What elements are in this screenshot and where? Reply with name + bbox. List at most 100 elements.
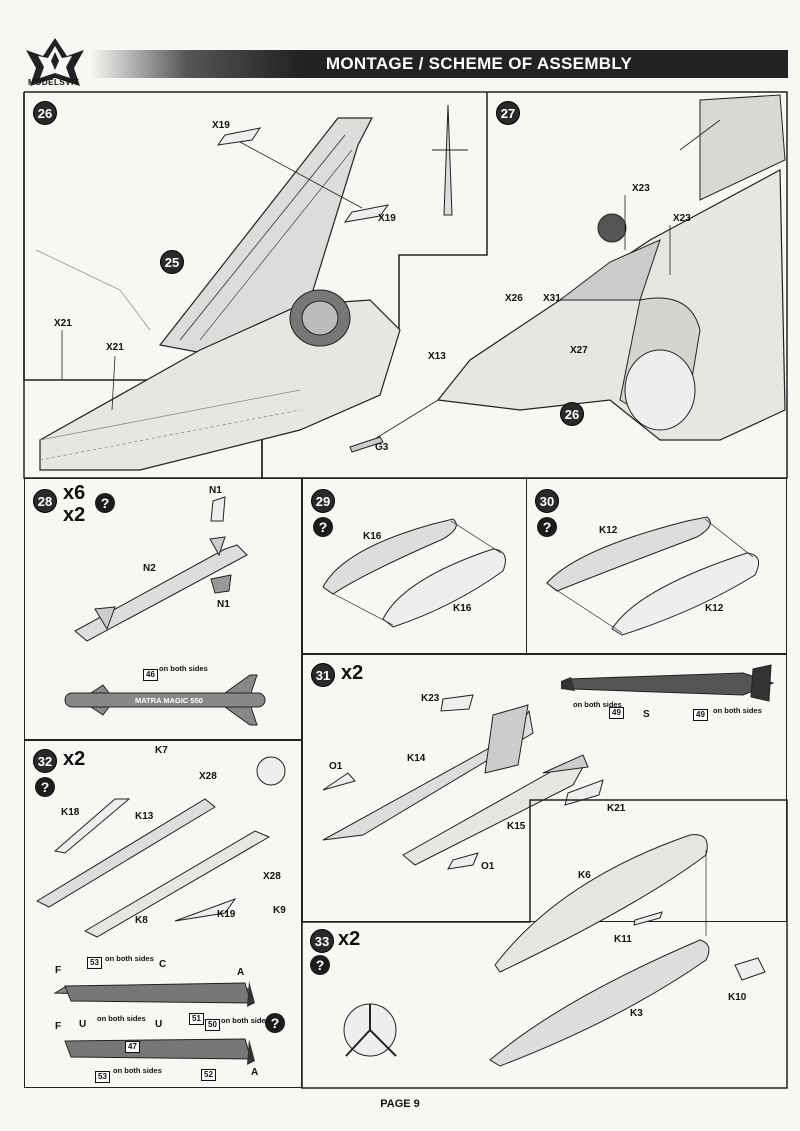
- paint-u-left: U: [79, 1019, 87, 1030]
- step-30-question-icon: ?: [537, 517, 557, 537]
- bomb-drawing: [322, 664, 775, 870]
- paint-f-top: F: [55, 965, 62, 976]
- part-x19-lower: X19: [378, 213, 396, 224]
- paint-s: S: [643, 709, 650, 720]
- part-k12-left: K12: [599, 525, 618, 536]
- decal-51: 51: [189, 1013, 204, 1025]
- paint-a-top: A: [237, 967, 245, 978]
- paint-u-right: U: [155, 1019, 163, 1030]
- part-k23: K23: [421, 693, 440, 704]
- decal-note-50: on both sides: [221, 1016, 270, 1025]
- part-x23-upper: X23: [632, 183, 650, 194]
- decal-note-53-bottom: on both sides: [113, 1066, 162, 1075]
- part-k3: K3: [630, 1008, 643, 1019]
- part-k7: K7: [155, 745, 168, 756]
- step-31-badge: 31: [311, 663, 335, 687]
- step-28-question-icon: ?: [95, 493, 115, 513]
- part-x28-bottom: X28: [263, 871, 281, 882]
- missile-drawing: [64, 496, 266, 726]
- step-33-badge: 33: [310, 929, 334, 953]
- step-28-multiplier-b: x2: [63, 504, 86, 526]
- page-title-banner: MONTAGE / SCHEME OF ASSEMBLY: [90, 50, 788, 78]
- decal-53-top: 53: [87, 957, 102, 969]
- paint-f-bottom: F: [55, 1021, 62, 1032]
- part-k15: K15: [507, 821, 526, 832]
- step-28-panel: 28 x6 x2 ? N1 N2 N1 46 on both sides MAT…: [24, 478, 302, 740]
- step-27-badge: 27: [496, 101, 520, 125]
- part-k8: K8: [135, 915, 148, 926]
- step-32-panel: 32 x2 ? ? K7 X28 K18 K13 X28 K8 K19 K9 F…: [24, 740, 302, 1088]
- decal-49-b: 49: [693, 709, 708, 721]
- step-29-panel: 29 ? K16 K16: [302, 478, 528, 654]
- step-31-panel: 31 x2 K23 K14 O1 K15 K21 O1 on both side…: [302, 654, 787, 922]
- part-k16-left: K16: [363, 531, 382, 542]
- page-title: MONTAGE / SCHEME OF ASSEMBLY: [325, 54, 633, 73]
- pod-drawing: [35, 756, 286, 1065]
- step-31-multiplier: x2: [341, 662, 364, 684]
- part-k11: K11: [614, 934, 632, 945]
- step-28-multiplier-a: x6: [63, 482, 86, 504]
- part-k16-right: K16: [453, 603, 472, 614]
- part-o1-right: O1: [481, 861, 495, 872]
- part-k19: K19: [217, 909, 236, 920]
- part-x19-upper: X19: [212, 120, 230, 131]
- decal-46: 46: [143, 669, 158, 681]
- part-g3: G3: [375, 442, 389, 453]
- part-k18: K18: [61, 807, 80, 818]
- step-33-question-icon: ?: [310, 955, 330, 975]
- step-26-badge: 26: [33, 101, 57, 125]
- part-k9: K9: [273, 905, 286, 916]
- part-k21: K21: [607, 803, 626, 814]
- part-o1-left: O1: [329, 761, 343, 772]
- decal-53-bottom: 53: [95, 1071, 110, 1083]
- decal-note-a: on both sides: [573, 700, 622, 709]
- tank-half-drawing: [322, 518, 506, 628]
- part-n2: N2: [143, 563, 156, 574]
- decal-52: 52: [201, 1069, 216, 1081]
- part-x21-right: X21: [106, 342, 124, 353]
- tank-half-drawing-b: [546, 516, 760, 636]
- part-k14: K14: [407, 753, 426, 764]
- part-n1-top: N1: [209, 485, 222, 496]
- decal-50: 50: [205, 1019, 220, 1031]
- step-32-multiplier: x2: [63, 748, 86, 770]
- decal-49-a: 49: [609, 707, 624, 719]
- part-x23-lower: X23: [673, 213, 691, 224]
- missile-marking: MATRA MAGIC 550: [135, 696, 203, 705]
- part-x21-left: X21: [54, 318, 72, 329]
- step-26-reference: 26: [560, 402, 584, 426]
- step-25-reference: 25: [160, 250, 184, 274]
- page-number: PAGE 9: [380, 1098, 420, 1110]
- step-32-badge: 32: [33, 749, 57, 773]
- step-32-question-icon-b: ?: [265, 1013, 285, 1033]
- decal-note-b: on both sides: [713, 706, 762, 715]
- part-x13: X13: [428, 351, 446, 362]
- decal-47: 47: [125, 1041, 140, 1053]
- decal-note: on both sides: [159, 664, 208, 673]
- step-29-badge: 29: [311, 489, 335, 513]
- part-x27: X27: [570, 345, 588, 356]
- paint-a-bottom: A: [251, 1067, 259, 1078]
- step-30-panel: 30 ? K12 K12: [526, 478, 787, 654]
- step-29-question-icon: ?: [313, 517, 333, 537]
- decal-note-53-top: on both sides: [105, 954, 154, 963]
- decal-note-mid: on both sides: [97, 1014, 146, 1023]
- paint-c: C: [159, 959, 167, 970]
- part-x26: X26: [505, 293, 523, 304]
- part-k10: K10: [728, 992, 747, 1003]
- part-k12-right: K12: [705, 603, 724, 614]
- step-33-multiplier: x2: [338, 928, 361, 950]
- part-x28-top: X28: [199, 771, 217, 782]
- brand-logo: [22, 36, 88, 94]
- step-32-question-icon: ?: [35, 777, 55, 797]
- step-30-badge: 30: [535, 489, 559, 513]
- brand-name: MODELSVIT: [28, 78, 80, 87]
- part-k13: K13: [135, 811, 154, 822]
- part-x31: X31: [543, 293, 561, 304]
- part-k6: K6: [578, 870, 591, 881]
- step-28-badge: 28: [33, 489, 57, 513]
- part-n1-bottom: N1: [217, 599, 230, 610]
